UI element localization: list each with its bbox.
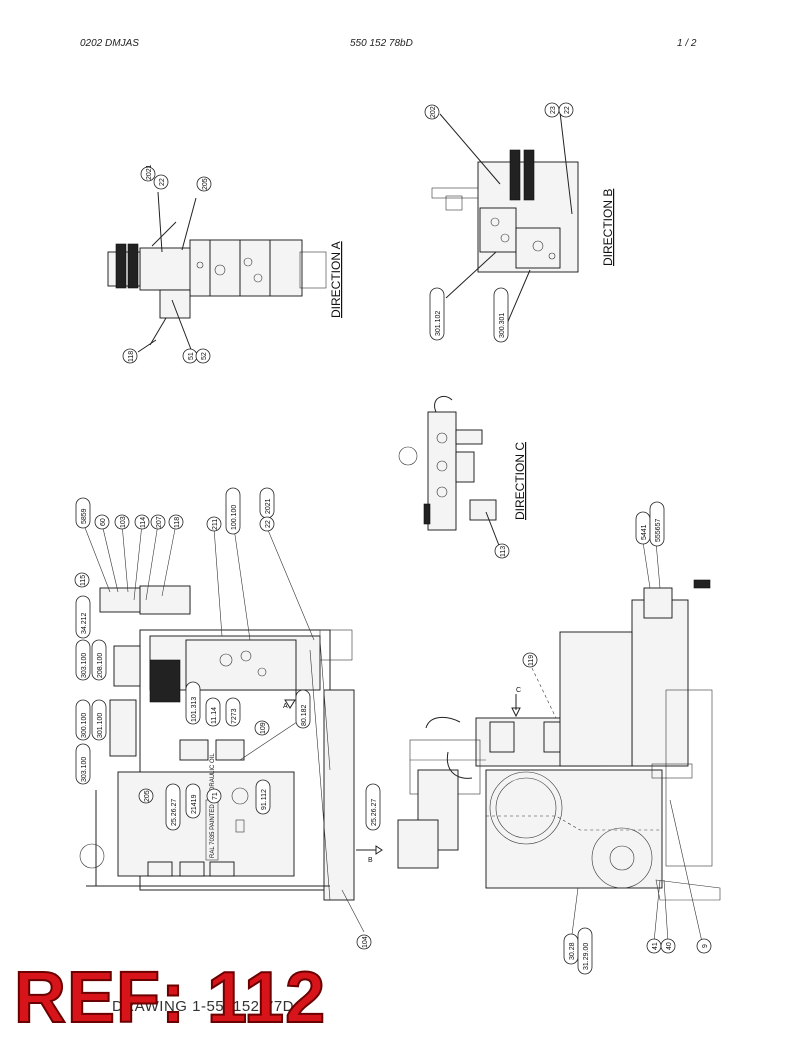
view-direction-b	[431, 111, 579, 327]
callout: 51	[188, 352, 195, 360]
direction-b-label: DIRECTION B	[601, 189, 615, 266]
callout: 207	[156, 516, 163, 528]
callout: 7273	[231, 708, 238, 724]
plate-text: RAL 7035 PAINTED / HYDRAULIC OIL	[210, 753, 216, 858]
direction-a-label: DIRECTION A	[329, 241, 343, 318]
callout: 5859	[81, 508, 88, 524]
header-page-number: 1 / 2	[677, 38, 697, 49]
callout: 22	[159, 178, 166, 186]
view-side	[397, 579, 721, 901]
callout: 71	[212, 792, 219, 800]
callout: 114	[140, 517, 147, 528]
callout: 118	[128, 351, 135, 362]
callout-group-front: 5859 60 103 114 207 118 211 100.100 2021…	[74, 487, 381, 950]
header-left: 0202 DMJAS	[80, 38, 139, 49]
callout: 34.212	[81, 612, 88, 634]
callout: 103	[120, 516, 127, 528]
callout: 11.14	[211, 707, 218, 724]
callout: 91.112	[261, 789, 268, 810]
arrow-b-label: B	[368, 857, 373, 864]
callout: 30.28	[569, 942, 576, 960]
callout: 113	[500, 546, 507, 557]
callout: 23	[550, 106, 557, 114]
arrow-c-label: C	[516, 687, 521, 694]
callout: 101.313	[191, 697, 198, 722]
callout: 5441	[641, 524, 648, 540]
callout: 2021	[146, 164, 153, 180]
callout: 211	[212, 519, 219, 530]
callout: 119	[528, 655, 535, 666]
callout: 109	[260, 722, 267, 734]
callout: 80.182	[301, 704, 308, 726]
callout: 303.100	[81, 653, 88, 678]
callout: 22	[265, 520, 272, 528]
callout: 300.100	[81, 713, 88, 738]
callout: 202	[430, 106, 437, 118]
arrow-a-label: A	[283, 703, 288, 710]
callout-group-b: 202 23 22 301.102 300.301	[424, 102, 574, 343]
callout: 300.301	[499, 313, 506, 338]
callout: 2021	[265, 498, 272, 514]
ref-stamp: REF: 112	[13, 958, 327, 1038]
callout: 301.100	[97, 713, 104, 738]
callout-group-a: 2021 22 205 118 51 52	[122, 164, 212, 364]
callout: 21419	[191, 794, 198, 814]
callout: 205	[144, 790, 151, 802]
callout: 25.26.27	[171, 799, 178, 826]
callout: 40	[666, 942, 673, 950]
view-direction-a	[107, 191, 327, 353]
callout: 100.100	[231, 505, 238, 530]
callout: 301.102	[435, 311, 442, 336]
drawing-number-footer: DRAWING 1-550152-77D	[112, 998, 295, 1015]
front-leaders	[81, 519, 365, 933]
callout-group-c: 113	[494, 543, 510, 559]
callout: 60	[100, 518, 107, 526]
view-direction-c	[398, 396, 501, 549]
callout: 104	[362, 936, 369, 948]
callout: 9	[702, 944, 709, 948]
callout: 41	[652, 942, 659, 950]
callout: 303.100	[81, 757, 88, 782]
view-front: RAL 7035 PAINTED / HYDRAULIC OIL	[79, 585, 383, 901]
callout-group-side: 5441 555657 119 30.28 31.29.00 41 40 9	[522, 501, 712, 975]
callout: 205	[202, 178, 209, 190]
callout: 52	[201, 352, 208, 360]
callout: 22	[564, 106, 571, 114]
callout: 118	[174, 517, 181, 528]
header-document-number: 550 152 78bD	[350, 38, 413, 49]
callout: 115	[80, 575, 87, 586]
callout: 25.26.27	[371, 799, 378, 826]
callout: 208.100	[97, 653, 104, 678]
direction-c-label: DIRECTION C	[513, 442, 527, 520]
callout: 31.29.00	[583, 943, 590, 970]
callout: 555657	[655, 519, 662, 542]
